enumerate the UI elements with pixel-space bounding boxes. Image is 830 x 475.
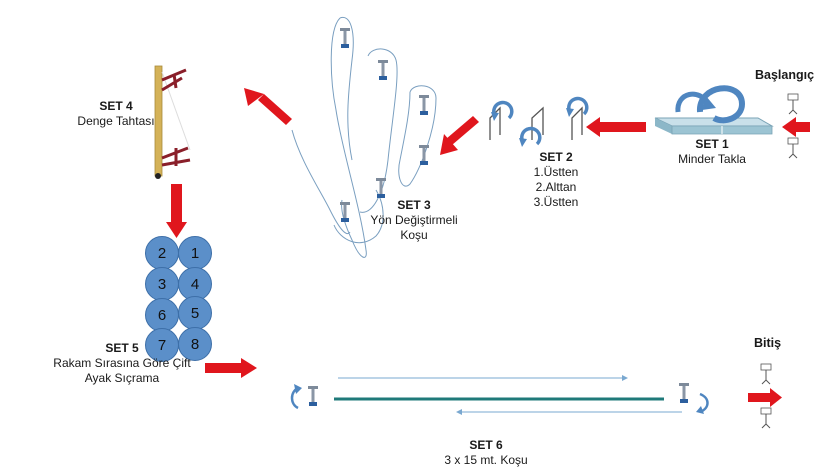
set3-label: SET 3 Yön Değiştirmeli Koşu [368, 198, 460, 243]
jump-circle: 6 [145, 298, 179, 332]
set6-course [290, 375, 709, 415]
red-arrow-icon [166, 88, 810, 407]
set2-item: 3.Üstten [533, 195, 579, 209]
set1-label: SET 1 Minder Takla [676, 137, 748, 167]
set2-item: 1.Üstten [533, 165, 579, 179]
roll-arrow-icon [675, 85, 746, 124]
set2-label: SET 2 1.Üstten 2.Alttan 3.Üstten [520, 150, 592, 210]
set6-subtitle: 3 x 15 mt. Koşu [444, 453, 528, 467]
set5-line1: Rakam Sırasına Göre Çift [53, 356, 191, 370]
jump-circle: 2 [145, 236, 179, 270]
finish-label: Bitiş [754, 336, 782, 350]
set2-title: SET 2 [539, 150, 573, 164]
set3-title: SET 3 [397, 198, 431, 212]
balance-beam-icon [154, 65, 191, 179]
set4-title: SET 4 [99, 99, 133, 113]
set3-running-path [291, 16, 437, 258]
start-label: Başlangıç [755, 68, 815, 82]
set5-label: SET 5 Rakam Sırasına Göre Çift Ayak Sıçr… [52, 341, 192, 386]
set3-cones [340, 28, 429, 222]
set1-title: SET 1 [695, 137, 729, 151]
jump-circle: 3 [145, 267, 179, 301]
set4-label: SET 4 Denge Tahtası [68, 99, 164, 129]
set3-line1: Yön Değiştirmeli [370, 213, 458, 227]
set1-subtitle: Minder Takla [678, 152, 746, 166]
set5-line2: Ayak Sıçrama [84, 371, 160, 385]
jump-circle: 1 [178, 236, 212, 270]
gym-mat-icon [654, 117, 774, 135]
jump-circle: 8 [178, 327, 212, 361]
jump-circle: 5 [178, 296, 212, 330]
jump-circle: 4 [178, 267, 212, 301]
set6-title: SET 6 [469, 438, 503, 452]
set5-title: SET 5 [105, 341, 139, 355]
set3-line2: Koşu [400, 228, 428, 242]
set6-label: SET 6 3 x 15 mt. Koşu [430, 438, 542, 468]
set4-subtitle: Denge Tahtası [77, 114, 155, 128]
set2-item: 2.Alttan [535, 180, 577, 194]
